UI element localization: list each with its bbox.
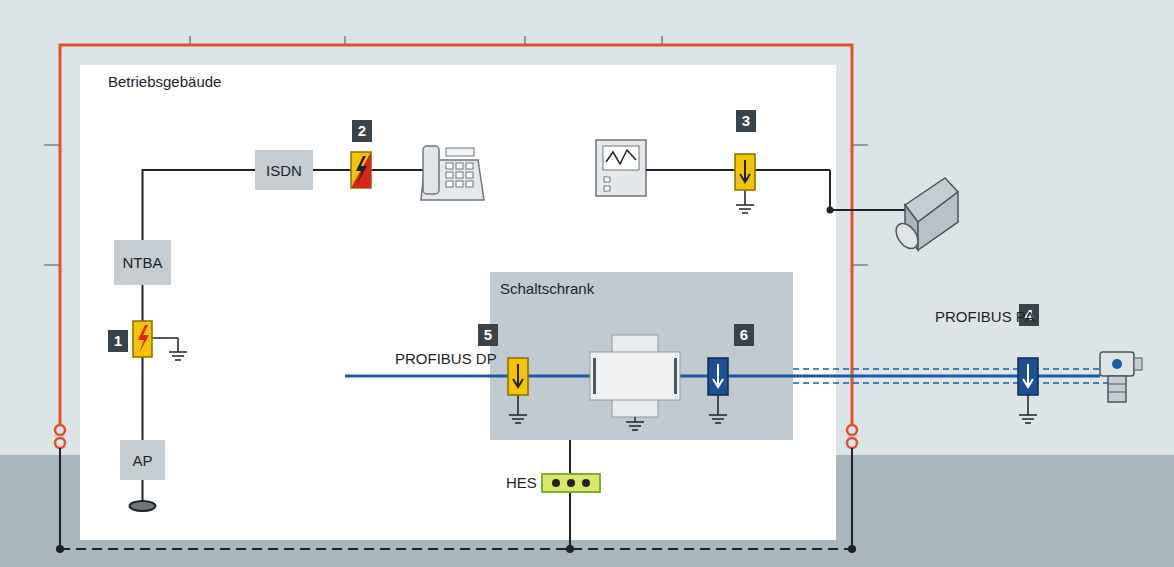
region-heading: Schaltschrank (500, 280, 594, 297)
device-box: NTBA (114, 240, 171, 285)
device-box: AP (120, 440, 165, 480)
spd-blue (708, 358, 1038, 395)
cabinet-region: Schaltschrank (490, 272, 793, 440)
region-heading: Betriebsgebäude (108, 73, 221, 90)
equipotential-bar (542, 474, 600, 492)
spd-type1 (133, 321, 152, 357)
wire-connector (143, 170, 256, 240)
device-box: ISDN (255, 150, 313, 190)
signal-label: PROFIBUS PA (935, 308, 1035, 325)
cabinet-panel (490, 272, 793, 440)
earthing-wires (60, 440, 852, 549)
wire-connector (142, 285, 144, 440)
callout-number: 3 (736, 110, 756, 132)
box-label: NTBA (122, 254, 162, 271)
building-region: BetriebsgebäudeISDN NTBA AP Schaltschrank (80, 65, 836, 540)
callout-number: 2 (352, 120, 372, 142)
spd-combined (351, 152, 371, 188)
field-sensor (1100, 352, 1142, 402)
monitor (596, 140, 646, 196)
signal-label: PROFIBUS DP (395, 350, 497, 367)
telephone (421, 146, 484, 200)
callout-number: 1 (108, 330, 128, 352)
signal-label: HES (506, 474, 537, 491)
box-label: AP (132, 452, 152, 469)
spd-yellow (508, 154, 755, 395)
building-area (80, 65, 836, 540)
box-label: ISDN (266, 162, 302, 179)
coupler-module (590, 335, 680, 417)
camera (892, 178, 958, 253)
callout-number: 5 (478, 324, 498, 346)
earth-electrode (130, 501, 156, 511)
callout-number: 6 (734, 324, 754, 346)
junction-dots (56, 545, 856, 553)
